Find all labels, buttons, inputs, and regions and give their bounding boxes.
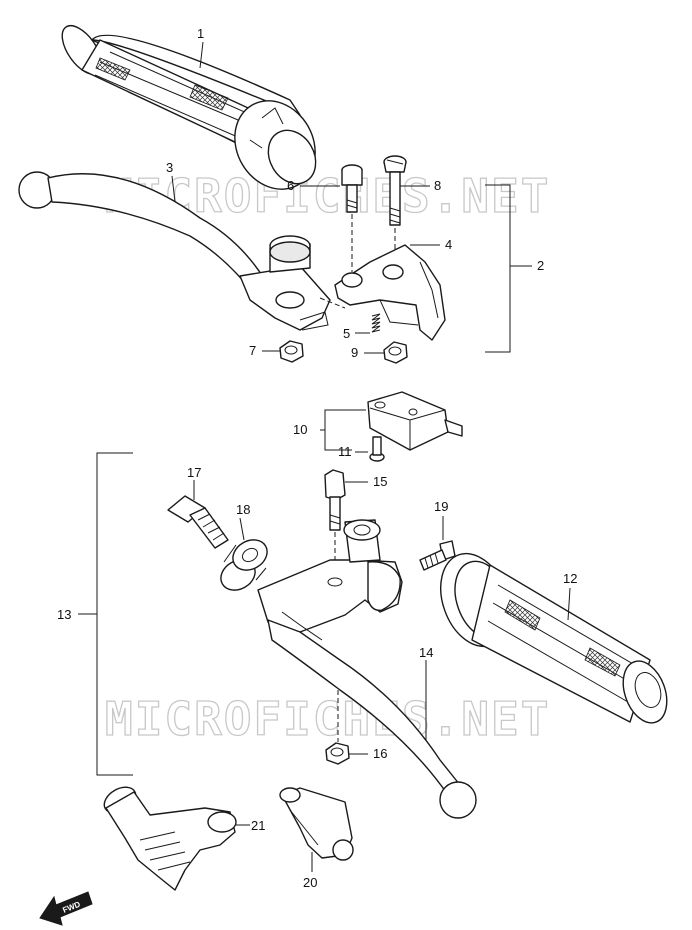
callout-5: 5 [343,326,350,341]
callout-13: 13 [57,607,71,622]
clamp-screw [419,540,456,571]
grip-left [440,552,668,724]
callout-12: 12 [563,571,577,586]
callout-1: 1 [197,26,204,41]
callout-9: 9 [351,345,358,360]
callout-10: 10 [293,422,307,437]
callout-8: 8 [434,178,441,193]
switch-screw [369,436,385,462]
callout-16: 16 [373,746,387,761]
callout-11: 11 [338,444,352,459]
lever-cover [279,787,354,861]
lever-bracket [334,244,446,341]
nut-16 [325,742,350,765]
adjuster-boot [103,786,237,891]
brake-switch [367,391,463,451]
callout-3: 3 [166,160,173,175]
callout-18: 18 [236,502,250,517]
callout-14: 14 [419,645,433,660]
brake-lever [18,171,331,331]
callout-21: 21 [251,818,265,833]
watermark-bottom: MICROFICHES.NET [105,692,550,746]
callout-4: 4 [445,237,452,252]
callout-6: 6 [287,178,294,193]
callout-17: 17 [187,465,201,480]
grip-top [61,24,317,190]
callout-7: 7 [249,343,256,358]
callout-2: 2 [537,258,544,273]
nut-9 [383,341,408,364]
fwd-arrow-icon: FWD [39,891,93,926]
callout-15: 15 [373,474,387,489]
nut-7 [279,340,304,363]
cable-adjuster [167,495,229,549]
mount-screw [383,155,407,226]
pivot-bolt [341,164,363,213]
clutch-lever-holder [257,519,477,819]
callout-19: 19 [434,499,448,514]
callout-20: 20 [303,875,317,890]
spring [371,313,381,333]
pivot-bolt-15 [324,469,346,531]
adjuster-locknut [220,539,268,591]
